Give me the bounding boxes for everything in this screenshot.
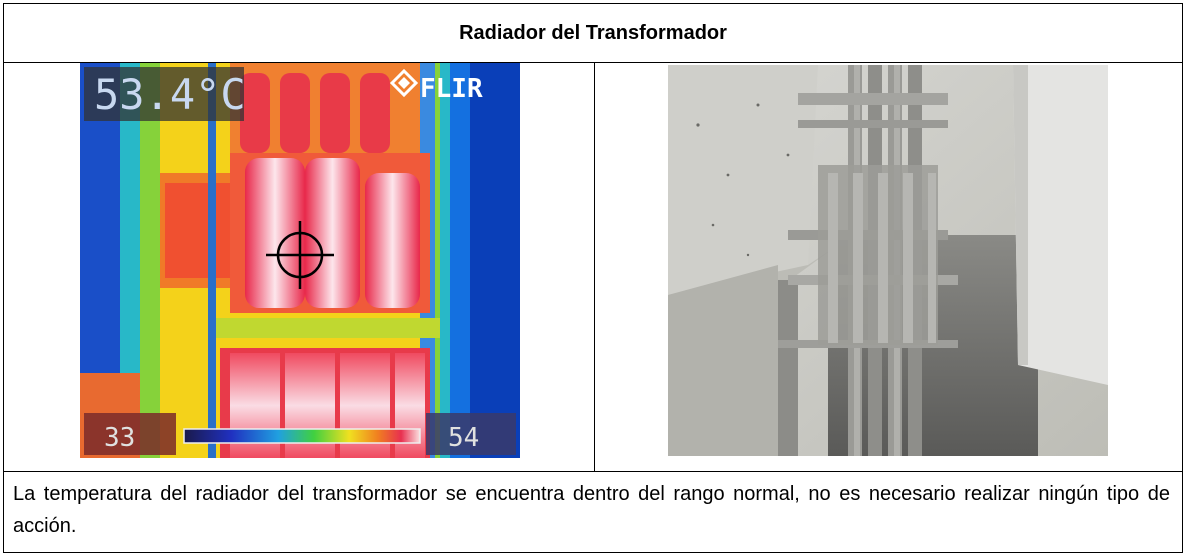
observation-text: La temperatura del radiador del transfor… — [13, 483, 1170, 537]
flir-logo-text: FLIR — [420, 74, 483, 104]
temperature-readout: 53.4°C — [94, 70, 246, 119]
radiator-photo — [668, 65, 1108, 456]
scale-min: 33 — [104, 423, 135, 453]
scale-max: 54 — [448, 423, 479, 453]
table-header: Radiador del Transformador — [4, 4, 1182, 63]
image-row: 53.4°C FLIR 33 54 — [4, 63, 1182, 472]
table-title: Radiador del Transformador — [459, 21, 727, 44]
thermal-image: 53.4°C FLIR 33 54 — [80, 63, 520, 458]
flir-logo-icon — [389, 68, 419, 98]
report-table: Radiador del Transformador — [3, 3, 1183, 553]
column-divider — [594, 63, 595, 471]
crosshair-icon — [266, 221, 334, 289]
